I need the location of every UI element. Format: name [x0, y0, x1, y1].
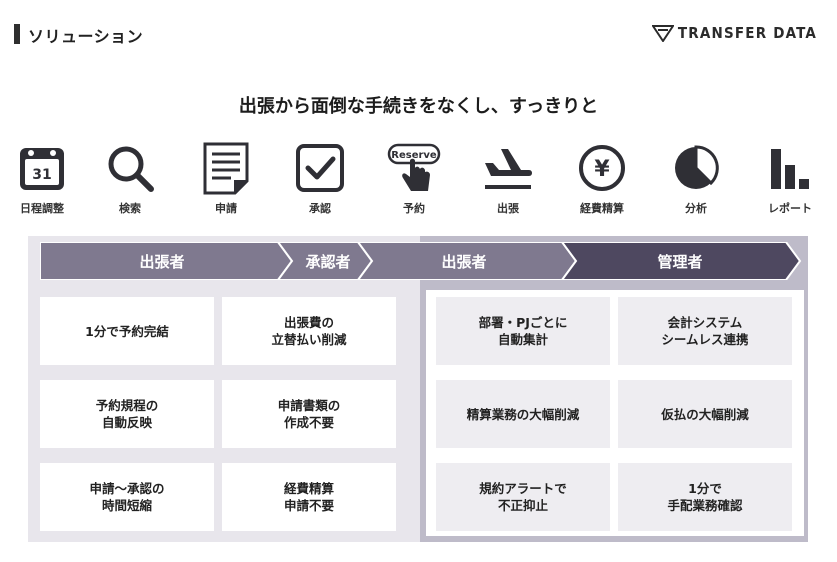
header-accent-bar: [14, 24, 20, 44]
brand-logo: TRANSFER DATA: [651, 24, 817, 42]
benefit-card: 出張費の 立替払い削減: [222, 297, 396, 365]
feature-label: 日程調整: [20, 202, 64, 215]
flow-label-traveler-2: 出張者: [441, 253, 486, 271]
feature-label: 予約: [403, 202, 425, 215]
brand-name: TRANSFER DATA: [677, 24, 817, 42]
feature-approval: 承認: [280, 140, 360, 216]
yen-icon: ¥: [579, 145, 625, 191]
feature-analysis: 分析: [656, 140, 736, 216]
feature-label: 申請: [215, 202, 237, 215]
reserve-icon: Reserve: [387, 143, 441, 191]
flow-label-approver: 承認者: [305, 253, 350, 271]
yen-symbol: ¥: [594, 157, 610, 182]
reserve-button-text: Reserve: [391, 150, 437, 161]
benefit-card: 1分で予約完結: [40, 297, 214, 365]
feature-expense: ¥ 経費精算: [562, 140, 642, 216]
flow-step-approver: [276, 242, 374, 280]
feature-document: 申請: [186, 140, 266, 216]
feature-icon-row: 31 日程調整 検索 申請: [18, 140, 818, 220]
admin-benefit-card: 規約アラートで 不正抑止: [436, 463, 610, 531]
feature-search: 検索: [90, 140, 170, 216]
calendar-icon: 31: [20, 148, 64, 190]
feature-report: レポート: [750, 140, 830, 216]
checkbox-icon: [296, 144, 344, 192]
search-icon: [108, 146, 154, 192]
pie-chart-icon: [675, 145, 719, 189]
page-title: ソリューション: [28, 27, 144, 46]
airplane-icon: [485, 149, 532, 189]
feature-label: 分析: [685, 202, 707, 215]
feature-reserve: Reserve 予約: [374, 140, 454, 216]
flow-label-admin: 管理者: [657, 253, 702, 271]
brand-mark-icon: [651, 25, 674, 42]
feature-label: 経費精算: [580, 202, 624, 215]
feature-label: レポート: [768, 202, 812, 215]
feature-label: 検索: [119, 202, 141, 215]
headline: 出張から面倒な手続きをなくし、すっきりと: [238, 96, 599, 117]
benefit-card: 申請～承認の 時間短縮: [40, 463, 214, 531]
feature-calendar: 31 日程調整: [2, 140, 82, 216]
feature-label: 出張: [497, 202, 519, 215]
flow-step-admin: [560, 242, 802, 280]
admin-benefit-card: 会計システム シームレス連携: [618, 297, 792, 365]
bar-chart-icon: [771, 149, 809, 189]
admin-benefit-card: 仮払の大幅削減: [618, 380, 792, 448]
feature-travel: 出張: [468, 140, 548, 216]
admin-benefit-card: 精算業務の大幅削減: [436, 380, 610, 448]
workflow-arrows: 出張者 承認者 出張者 管理者: [40, 242, 802, 280]
admin-benefit-card: 部署・PJごとに 自動集計: [436, 297, 610, 365]
document-icon: [203, 142, 249, 195]
flow-label-traveler: 出張者: [139, 253, 184, 271]
feature-label: 承認: [309, 202, 331, 215]
benefit-card: 予約規程の 自動反映: [40, 380, 214, 448]
admin-benefit-card: 1分で 手配業務確認: [618, 463, 792, 531]
benefit-card: 経費精算 申請不要: [222, 463, 396, 531]
flow-step-traveler-2: [356, 242, 578, 280]
calendar-day-number: 31: [32, 167, 51, 183]
benefit-card: 申請書類の 作成不要: [222, 380, 396, 448]
